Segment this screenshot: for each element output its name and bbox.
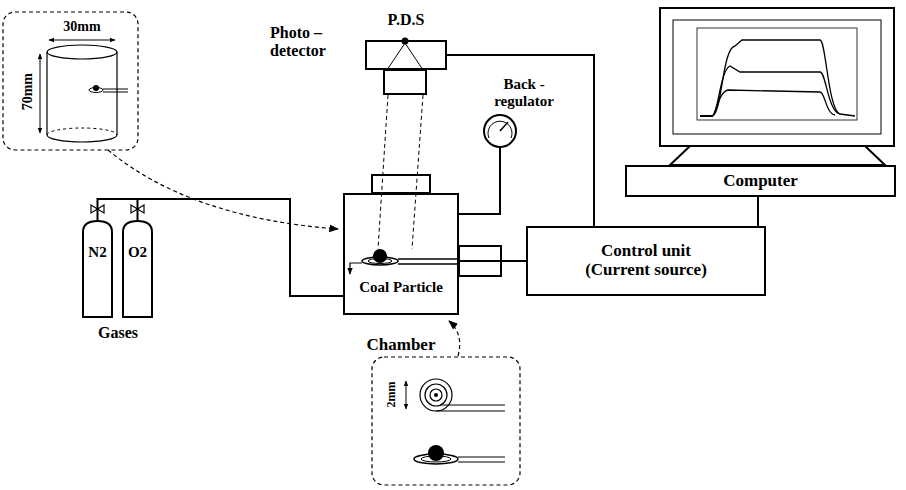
part-label: Gases <box>88 324 148 342</box>
dimension-line <box>406 381 407 409</box>
cylinder-wall <box>116 52 117 135</box>
particle-symbol <box>373 249 387 263</box>
callout-arrow <box>449 321 460 356</box>
dimension-label: 30mm <box>60 19 104 34</box>
monitor-stand <box>670 146 885 165</box>
part-label: Back - regulator <box>478 76 570 109</box>
coil-symbol <box>420 379 452 411</box>
callout-arrow <box>108 150 338 229</box>
node-text: N2 <box>88 244 106 261</box>
monitor-frame <box>660 8 894 146</box>
pressure-gauge <box>484 115 516 147</box>
holder-wire <box>458 461 505 462</box>
part-label: Gases <box>88 324 148 342</box>
coil-symbol <box>430 389 442 401</box>
part-label: Photo – detector <box>270 24 348 59</box>
dimension-label: 70mm <box>20 70 35 114</box>
callout-frame <box>372 357 520 485</box>
holder-wire <box>436 410 505 411</box>
cylinder-outline <box>83 221 112 317</box>
chart-curve <box>700 90 835 116</box>
gas-cylinder: O2 <box>122 220 153 318</box>
dimension-line <box>49 40 115 41</box>
optical-path <box>378 95 388 249</box>
node-text: P.D.S <box>388 11 425 29</box>
coil-symbol <box>425 384 447 406</box>
control-unit-box: Control unit (Current source) <box>526 226 766 296</box>
gauge-scale <box>488 121 512 138</box>
chart-curve <box>700 66 840 116</box>
gas-cylinder: N2 <box>82 220 113 318</box>
holder-wire <box>398 263 458 265</box>
holder-wire <box>458 456 505 457</box>
node-text: Coal Particle <box>359 279 443 296</box>
monitor-screen <box>673 20 881 134</box>
connector-line <box>459 260 526 262</box>
dimension-label: 2mm <box>385 377 398 413</box>
cylinder-outline <box>82 220 113 318</box>
chamber-box: Coal ParticleChamber <box>343 193 459 315</box>
node-text: Chamber <box>367 336 436 355</box>
optical-path <box>412 95 423 249</box>
optical-path <box>405 43 423 70</box>
chamber-window <box>372 175 430 193</box>
cylinder-outline <box>123 221 152 317</box>
connector-line <box>138 199 344 296</box>
part-label: Back - regulator <box>478 76 570 109</box>
detector-box: P.D.S <box>365 40 447 70</box>
callout-frame <box>3 12 138 150</box>
particle-symbol <box>93 85 99 91</box>
optical-path <box>387 43 405 70</box>
part-label: Photo – detector <box>270 24 348 59</box>
node-text: O2 <box>128 244 147 261</box>
dimension-label: 70mm <box>20 70 35 114</box>
chart-curve <box>700 40 855 116</box>
particle-symbol <box>428 445 444 461</box>
holder-wire <box>103 89 128 90</box>
exhaust-pipe <box>459 147 500 214</box>
dimension-line <box>40 54 41 133</box>
cylinder-outline <box>122 220 153 318</box>
cylinder-top <box>47 45 117 59</box>
holder-wire <box>103 92 128 93</box>
computer-box: Computer <box>625 165 896 197</box>
cylinder-bottom-hidden <box>47 128 117 135</box>
dimension-label: 30mm <box>60 19 104 34</box>
chart-axes <box>697 28 857 120</box>
coil-symbol <box>434 393 438 397</box>
pointer-arrow <box>350 263 362 274</box>
dimension-label: 2mm <box>385 377 398 413</box>
gauge-needle <box>500 122 508 131</box>
node-text: Computer <box>723 172 798 191</box>
cylinder-wall <box>46 52 47 135</box>
holder-wire <box>398 258 458 260</box>
connector-line <box>757 197 759 226</box>
connector-line <box>447 55 594 226</box>
holder-wire <box>440 404 505 405</box>
cylinder-bottom <box>47 135 117 142</box>
detector-lens <box>384 70 426 94</box>
node-text: Control unit (Current source) <box>571 242 721 279</box>
